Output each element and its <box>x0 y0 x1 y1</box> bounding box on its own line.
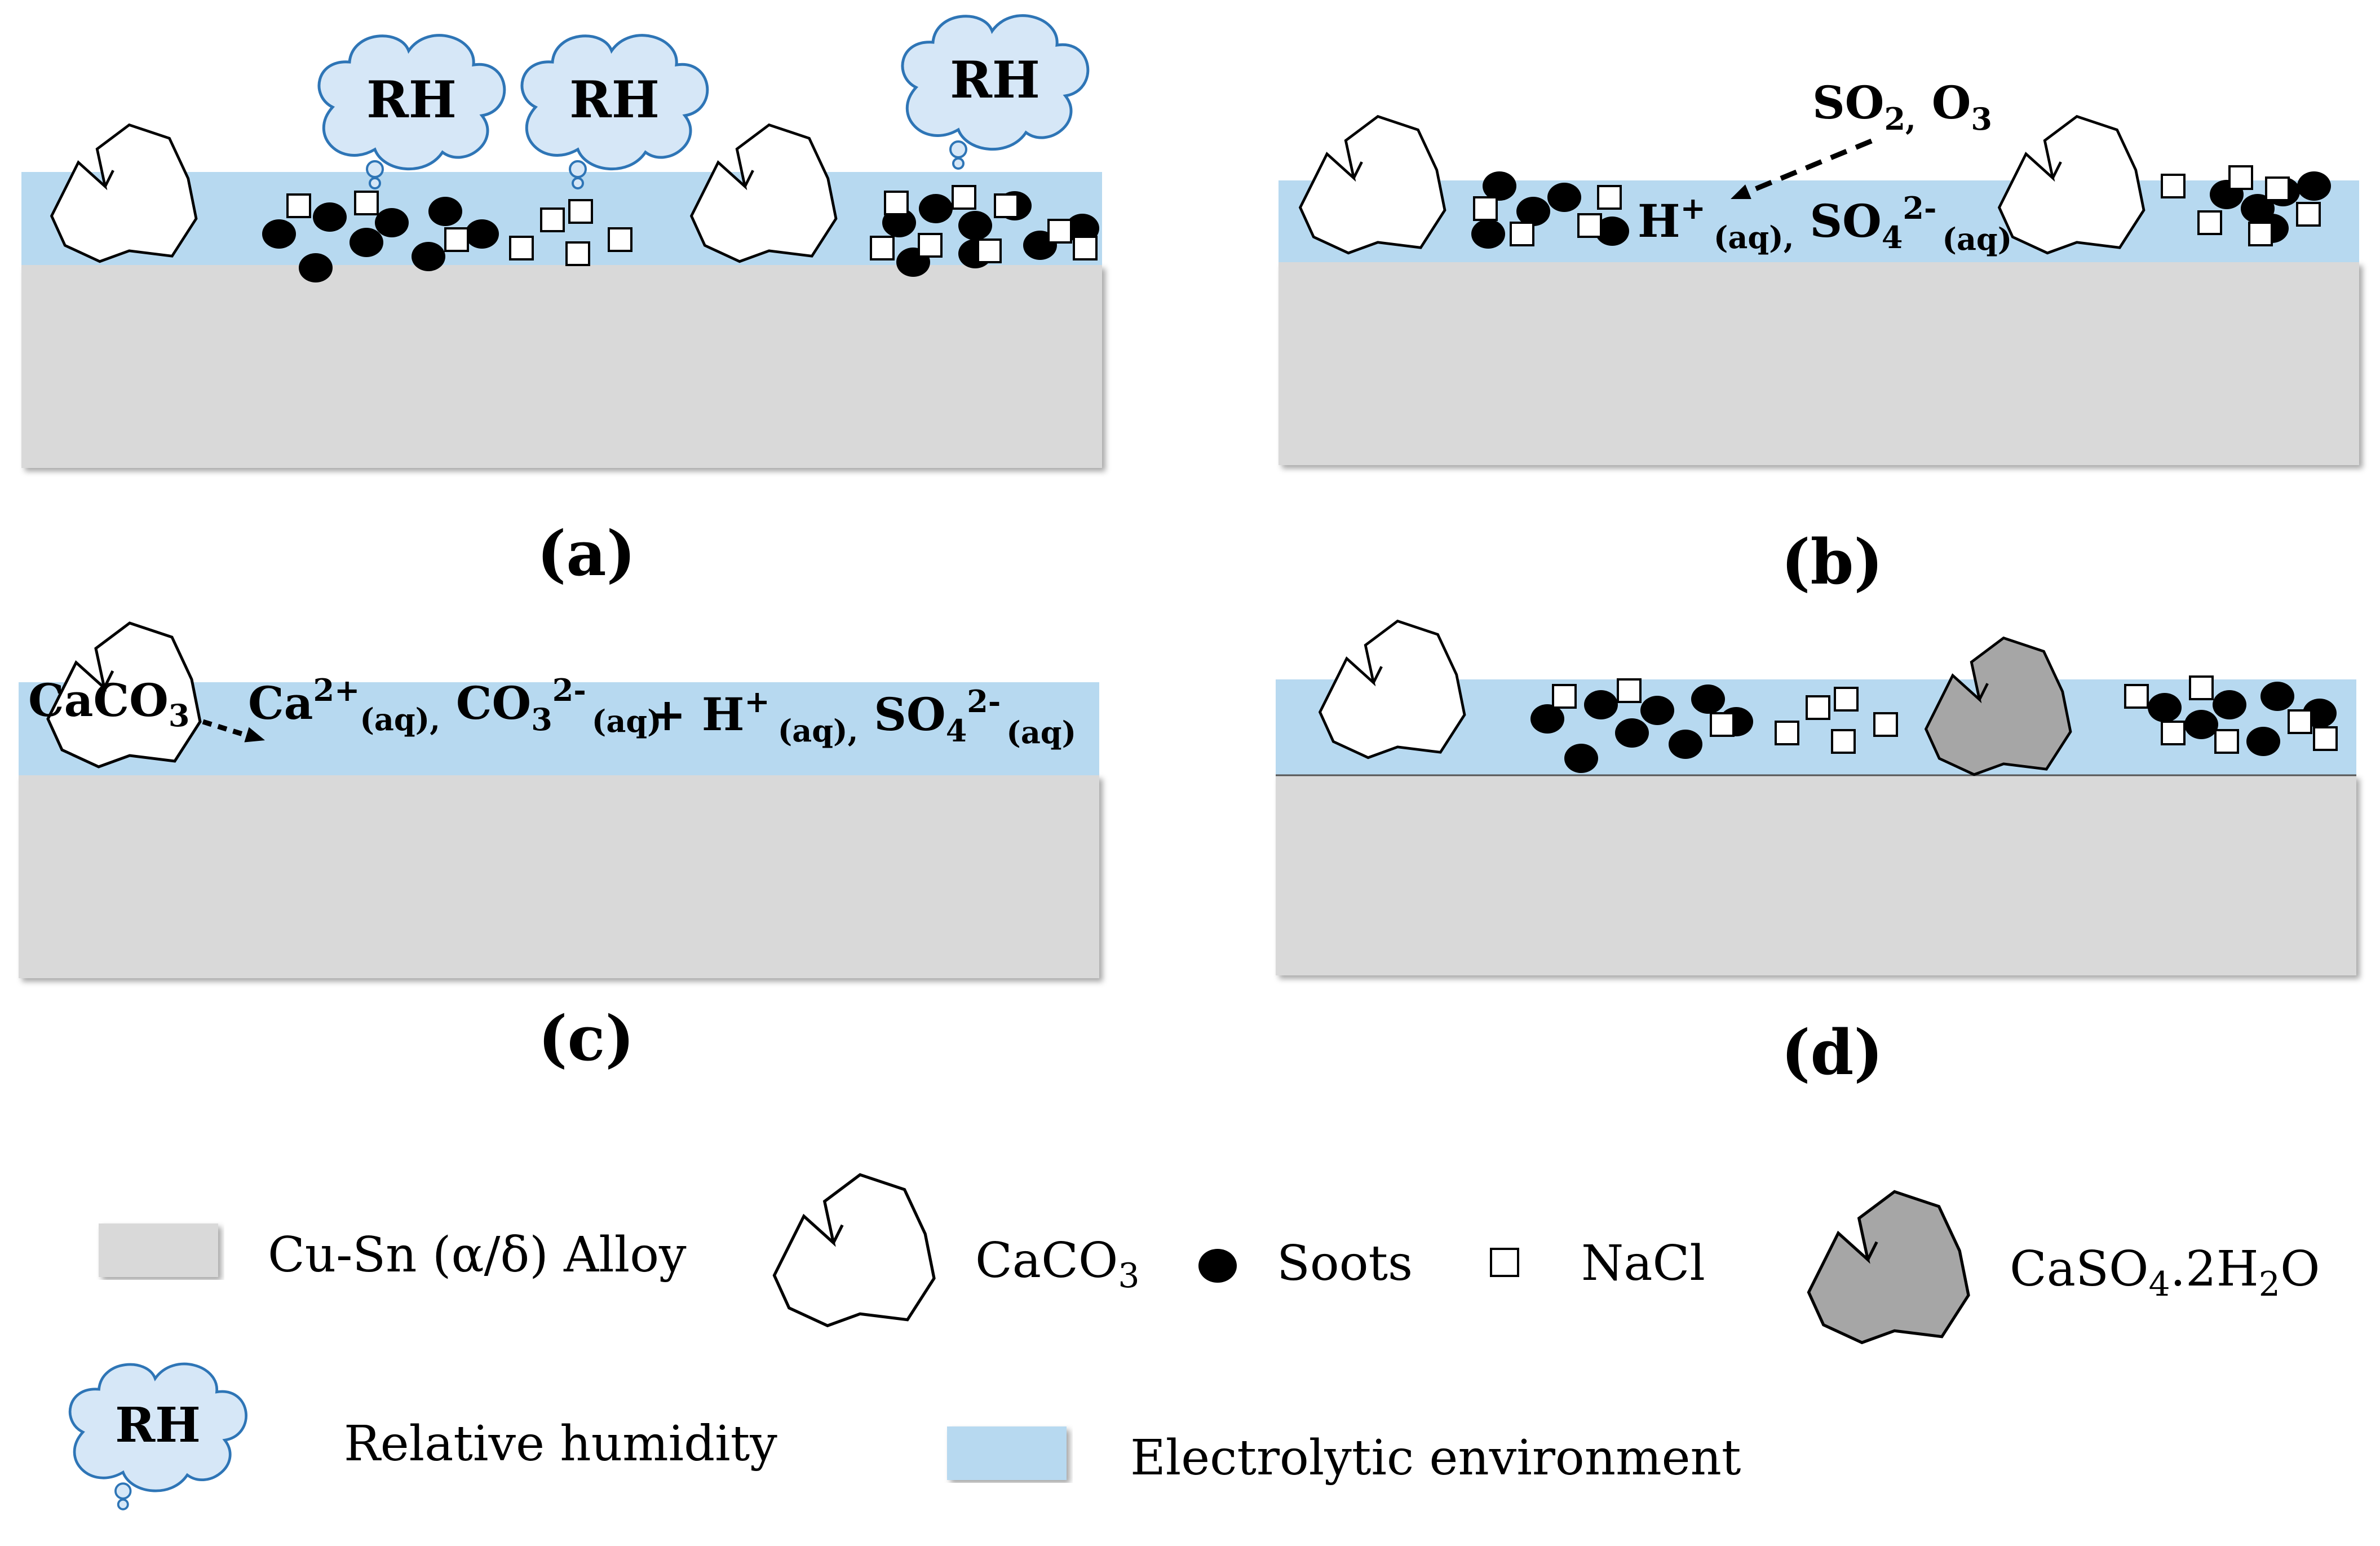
alloy-substrate <box>19 775 1099 978</box>
ion-label: Ca2+(aq), CO32-(aq) <box>248 672 662 739</box>
nacl-cluster <box>1552 675 2338 754</box>
caco3-swatch <box>775 1175 935 1326</box>
gas-label: SO2, O3 <box>1812 76 1992 137</box>
alloy-substrate <box>1279 262 2359 465</box>
rh-swatch: RH <box>70 1364 246 1510</box>
legend-item-rh: RH Relative humidity <box>70 1364 777 1510</box>
rh-label: RH <box>569 70 660 130</box>
gypsum-swatch <box>1809 1192 1969 1343</box>
rh-legend-label: Relative humidity <box>344 1416 777 1472</box>
panel-b: SO2, O3 H+(aq), SO42-(aq) (b) <box>1279 76 2359 598</box>
rh-label: RH <box>115 1397 201 1454</box>
panel-c-caption: (c) <box>538 1002 634 1075</box>
caco3-particle <box>1999 117 2144 253</box>
legend: Cu-Sn (α/δ) Alloy CaCO3 Soots NaCl <box>70 1175 2320 1510</box>
nacl-cluster <box>286 185 1098 266</box>
soot-swatch <box>1198 1249 1237 1283</box>
caco3-particle <box>1320 621 1465 758</box>
rh-cloud: RH <box>522 36 707 189</box>
ion-label-acid: + H+(aq), SO42-(aq) <box>648 683 1076 750</box>
electrolyte-swatch <box>947 1426 1067 1480</box>
ion-label: H+(aq), SO42-(aq) <box>1638 190 2012 257</box>
nacl-swatch <box>1490 1248 1519 1277</box>
caco3-particle <box>1300 117 1445 253</box>
panel-a-caption: (a) <box>537 517 635 590</box>
gypsum-particle <box>1926 638 2071 775</box>
soot-cluster <box>1530 682 2337 773</box>
soots-label: Soots <box>1277 1235 1413 1292</box>
electrolyte-label: Electrolytic environment <box>1130 1430 1741 1486</box>
caco3-particle <box>692 125 837 262</box>
alloy-substrate <box>1276 775 2356 975</box>
caco3-particle <box>51 125 196 262</box>
dissolution-arrow-line <box>202 719 249 739</box>
alloy-label: Cu-Sn (α/δ) Alloy <box>268 1227 687 1283</box>
legend-item-alloy: Cu-Sn (α/δ) Alloy <box>99 1223 687 1283</box>
panel-c: CaCO3 Ca2+(aq), CO32-(aq) + H+(aq), SO42… <box>19 623 1099 1075</box>
rh-cloud: RH <box>903 16 1088 170</box>
alloy-substrate <box>21 265 1102 468</box>
rh-label: RH <box>366 70 457 130</box>
alloy-swatch <box>99 1223 218 1277</box>
legend-item-electrolyte: Electrolytic environment <box>947 1426 1741 1486</box>
legend-item-soots: Soots <box>1198 1235 1413 1292</box>
soot-cluster <box>1471 171 2331 249</box>
gas-arrow-line <box>1741 138 1873 197</box>
caco3-label: CaCO3 <box>28 674 189 734</box>
legend-item-gypsum: CaSO4.2H2O <box>1809 1192 2320 1343</box>
panel-d-caption: (d) <box>1781 1016 1883 1089</box>
caco3-legend-label: CaCO3 <box>975 1233 1140 1296</box>
panel-a: RH RH RH <box>21 16 1102 590</box>
legend-item-nacl: NaCl <box>1490 1235 1705 1292</box>
electrolyte-layer <box>19 682 1099 775</box>
panel-b-caption: (b) <box>1781 525 1883 598</box>
nacl-label: NaCl <box>1581 1235 1705 1292</box>
gypsum-label: CaSO4.2H2O <box>2010 1241 2320 1304</box>
panel-d: (d) <box>1276 621 2356 1089</box>
legend-item-caco3: CaCO3 <box>775 1175 1140 1326</box>
rh-cloud: RH <box>319 36 505 189</box>
rh-label: RH <box>950 50 1040 110</box>
nacl-cluster <box>1473 165 2321 246</box>
